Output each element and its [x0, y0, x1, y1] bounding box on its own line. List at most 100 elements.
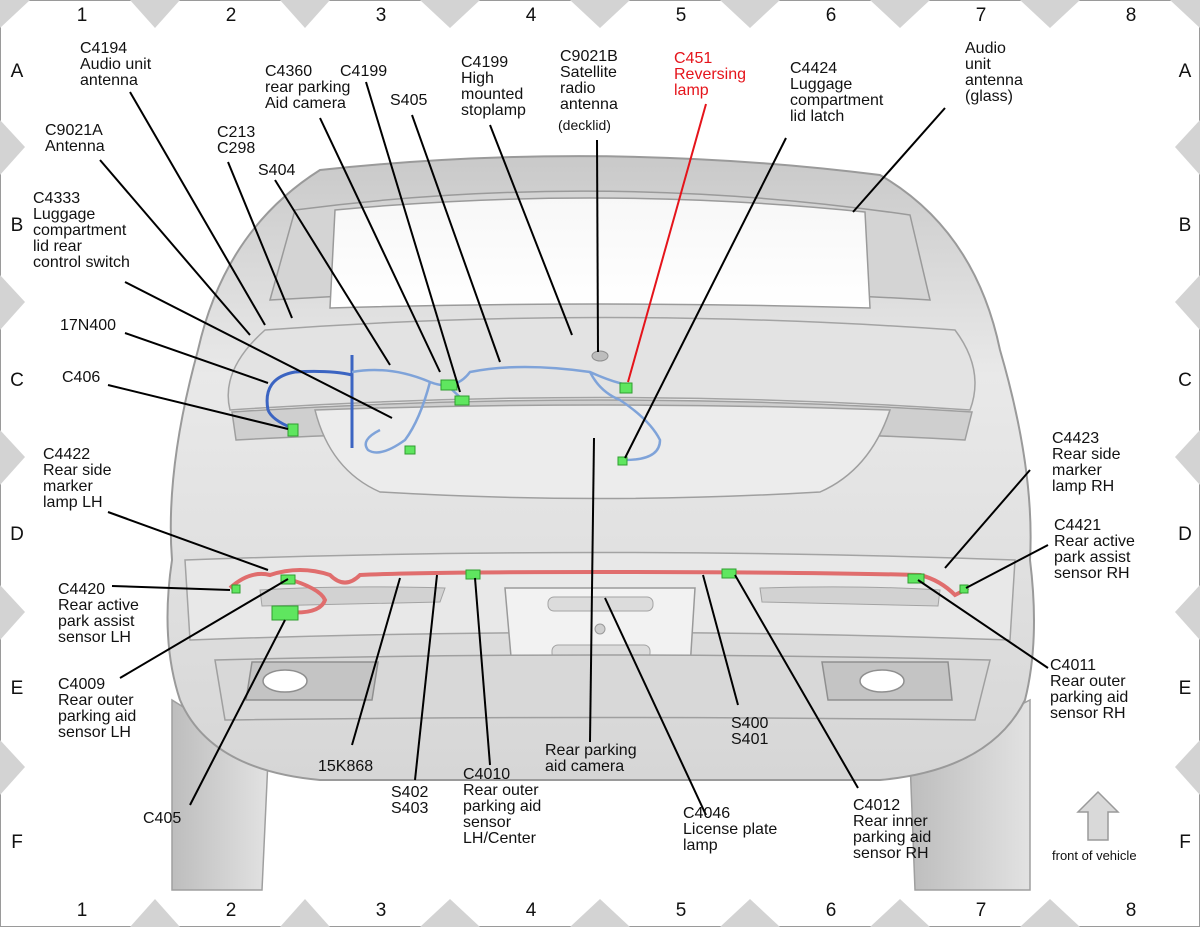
leader-lines [99, 81, 1049, 816]
grid-row-label-left: F [11, 832, 23, 853]
label-c4424: C4424 Luggage compartment lid latch [790, 60, 888, 125]
connector-c4333 [404, 445, 416, 455]
label-c4199-hmsl: C4199 High mounted stoplamp [461, 54, 528, 119]
grid-column-label-top: 1 [77, 5, 88, 26]
leader-c4360 [319, 117, 441, 373]
label-s404: S404 [258, 162, 295, 179]
label-c451: C451 Reversing lamp [674, 50, 750, 99]
label-c4422: C4422 Rear side marker lamp LH [43, 446, 116, 511]
label-c406: C406 [62, 369, 100, 386]
label-s400: S400 S401 [731, 715, 773, 748]
leader-rear-parking-camera [589, 437, 595, 743]
label-c4194: C4194 Audio unit antenna [80, 40, 156, 89]
grid-row-label-left: B [11, 215, 24, 236]
leader-c4011 [917, 579, 1049, 669]
front-of-vehicle-label: front of vehicle [1052, 848, 1137, 863]
label-c4010: C4010 Rear outer parking aid sensor LH/C… [463, 766, 546, 847]
connector-c4424 [617, 456, 628, 466]
leader-s405 [411, 114, 501, 363]
grid-column-label-bottom: 4 [526, 900, 537, 921]
leader-c9021b [596, 139, 599, 353]
label-c4012: C4012 Rear inner parking aid sensor RH [853, 797, 936, 862]
leader-c4046 [604, 597, 707, 816]
leader-c4421 [965, 544, 1049, 589]
grid-column-label-top: 4 [526, 5, 537, 26]
label-c4421: C4421 Rear active park assist sensor RH [1054, 517, 1139, 582]
grid-column-labels-bottom: 1 2 3 4 5 6 7 8 [77, 900, 1137, 921]
decklid [227, 316, 976, 411]
orientation-indicator: front of vehicle [1052, 790, 1137, 863]
label-c9021b: C9021B Satellite radio antenna (decklid) [558, 48, 622, 133]
label-audio-glass: Audio unit antenna (glass) [965, 40, 1027, 105]
leader-c4199-hmsl [489, 124, 573, 336]
label-17n400: 17N400 [60, 317, 116, 334]
grid-row-label-right: F [1179, 832, 1191, 853]
label-c4009: C4009 Rear outer parking aid sensor LH [58, 676, 141, 741]
grid-row-label-right: D [1178, 524, 1192, 545]
connector-c4012 [721, 568, 737, 579]
leader-c4422 [107, 511, 269, 571]
grid-column-label-bottom: 3 [376, 900, 387, 921]
grid-column-label-bottom: 1 [77, 900, 88, 921]
label-15k868: 15K868 [318, 758, 373, 775]
grid-row-label-right: A [1179, 61, 1192, 82]
grid-row-label-left: C [10, 370, 24, 391]
leader-17n400 [124, 332, 269, 384]
leader-c4424 [624, 137, 787, 459]
up-arrow-icon [1076, 790, 1120, 841]
grid-column-label-bottom: 8 [1126, 900, 1137, 921]
label-c4423: C4423 Rear side marker lamp RH [1052, 430, 1125, 495]
leader-c213 [227, 161, 293, 319]
grid-row-label-right: E [1179, 678, 1192, 699]
label-c4333: C4333 Luggage compartment lid rear contr… [33, 190, 131, 271]
leader-s402 [414, 574, 438, 781]
connector-c4420 [231, 584, 241, 594]
vehicle-rear-illustration [166, 155, 1035, 891]
leader-c4010 [474, 577, 491, 766]
connector-c406 [287, 423, 299, 437]
connector-c4011 [907, 573, 925, 584]
leader-s400 [702, 574, 739, 706]
leader-15k868 [351, 577, 401, 746]
connector-c4199 [454, 395, 470, 406]
connector-c4360 [440, 379, 458, 391]
label-c9021a: C9021A Antenna [45, 122, 106, 155]
label-c4360: C4360 rear parking Aid camera [265, 63, 355, 112]
leader-c4194 [129, 91, 266, 326]
grid-column-label-bottom: 5 [676, 900, 687, 921]
rear-window [329, 197, 871, 309]
leader-c4009 [119, 578, 289, 679]
leader-c4012 [734, 574, 859, 789]
grid-row-label-right: C [1178, 370, 1192, 391]
label-s402: S402 S403 [391, 784, 433, 817]
grid-column-label-bottom: 6 [826, 900, 837, 921]
label-c4199: C4199 [340, 63, 387, 80]
label-c4046: C4046 License plate lamp [683, 805, 782, 854]
grid-row-labels-left: A B C D E F [10, 61, 24, 853]
grid-row-label-left: E [11, 678, 24, 699]
connector-c451 [619, 382, 633, 394]
callout-labels: C4194 Audio unit antenna C9021A Antenna … [33, 40, 1139, 862]
leader-c451 [627, 103, 707, 383]
leader-c4423 [944, 469, 1031, 569]
grid-column-label-bottom: 2 [226, 900, 237, 921]
grid-column-label-top: 2 [226, 5, 237, 26]
connector-c4421 [959, 584, 969, 594]
grid-column-label-bottom: 7 [976, 900, 987, 921]
leader-c406 [107, 384, 289, 430]
leader-c4333 [124, 281, 393, 419]
leader-c9021a [99, 159, 251, 336]
grid-row-label-left: A [11, 61, 24, 82]
label-rear-parking-camera: Rear parking aid camera [545, 742, 641, 775]
grid-column-label-top: 3 [376, 5, 387, 26]
label-c4011: C4011 Rear outer parking aid sensor RH [1050, 657, 1133, 722]
label-c213: C213 C298 [217, 124, 260, 157]
grid-row-label-left: D [10, 524, 24, 545]
label-c405: C405 [143, 810, 181, 827]
decklid-wiring-harness [265, 355, 662, 462]
